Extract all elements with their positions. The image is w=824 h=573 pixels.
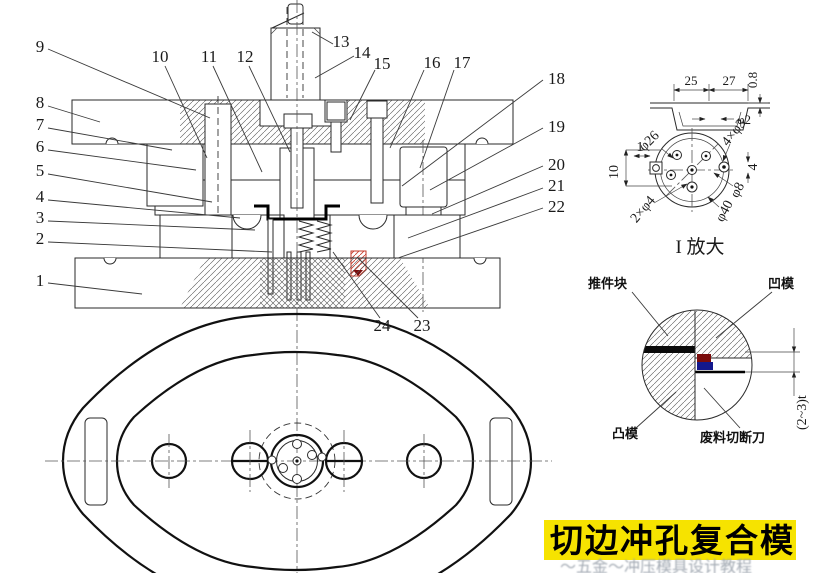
label-punch: 凸模 — [612, 426, 639, 441]
dim-1: 1 — [637, 140, 644, 155]
dim-25: 25 — [685, 73, 698, 88]
part-number-11: 11 — [201, 47, 217, 66]
main-section-view — [71, 0, 514, 573]
part-number-13: 13 — [333, 32, 350, 51]
dim-27: 27 — [723, 73, 737, 88]
part-number-2: 2 — [36, 229, 45, 248]
dim-2xphi4: 2×φ4 — [628, 193, 659, 226]
part-number-19: 19 — [548, 117, 565, 136]
label-die: 凹模 — [768, 276, 795, 291]
fastening-screws — [324, 99, 388, 204]
leader-lines — [47, 31, 544, 319]
part-number-3: 3 — [36, 208, 45, 227]
part-number-15: 15 — [374, 54, 391, 73]
dim-phi8: φ8 — [728, 180, 748, 200]
die-shank-and-bolt — [270, 3, 321, 101]
part-number-1: 1 — [36, 271, 45, 290]
left-key-slot — [84, 417, 108, 506]
dim-phi40: φ40 — [713, 198, 737, 225]
part-number-20: 20 — [548, 155, 565, 174]
lower-die-shoe — [74, 257, 501, 309]
title-banner: 切边冲孔复合模 — [544, 520, 796, 560]
right-key-slot — [489, 417, 513, 506]
center-hole-pattern — [230, 422, 364, 500]
part-number-4: 4 — [36, 187, 45, 206]
part-number-labels: 9 8 7 6 5 4 3 2 1 10 11 12 13 14 15 16 1… — [36, 32, 565, 335]
dim-10: 10 — [607, 165, 622, 179]
workpiece-profile — [254, 204, 340, 221]
part-number-6: 6 — [36, 137, 45, 156]
detail-circle-pattern — [648, 128, 736, 212]
part-number-18: 18 — [548, 69, 565, 88]
label-pusher-block: 推件块 — [588, 276, 628, 291]
part-number-9: 9 — [36, 37, 45, 56]
title-text: 切边冲孔复合模 — [550, 522, 795, 559]
part-number-8: 8 — [36, 93, 45, 112]
part-number-23: 23 — [414, 316, 431, 335]
part-number-22: 22 — [548, 197, 565, 216]
detail-cutting-edge: (2~3)t 推件块 凹模 凸模 废料切断刀 — [588, 276, 810, 445]
die-ring-band — [159, 214, 461, 259]
part-number-21: 21 — [548, 176, 565, 195]
part-number-5: 5 — [36, 161, 45, 180]
label-scrap-cutter: 废料切断刀 — [700, 430, 765, 445]
detail-caption: I 放大 — [675, 236, 724, 258]
part-number-12: 12 — [237, 47, 254, 66]
part-number-17: 17 — [454, 53, 472, 72]
detail-enlarged-view: 25 27 0.8 φ2 φ26 4×φ3 — [607, 72, 770, 258]
plan-view — [45, 312, 552, 573]
part-number-24: 24 — [374, 316, 392, 335]
part-number-14: 14 — [354, 43, 372, 62]
thickness-dim: (2~3)t — [795, 395, 810, 430]
part-number-10: 10 — [152, 47, 169, 66]
dim-0-8: 0.8 — [745, 72, 760, 88]
watermark-text: ～五金～冲压模具设计教程 — [560, 558, 752, 573]
part-number-16: 16 — [424, 53, 441, 72]
dim-4: 4 — [746, 164, 761, 171]
dim-phi2: φ2 — [737, 112, 751, 127]
part-number-7: 7 — [36, 115, 45, 134]
